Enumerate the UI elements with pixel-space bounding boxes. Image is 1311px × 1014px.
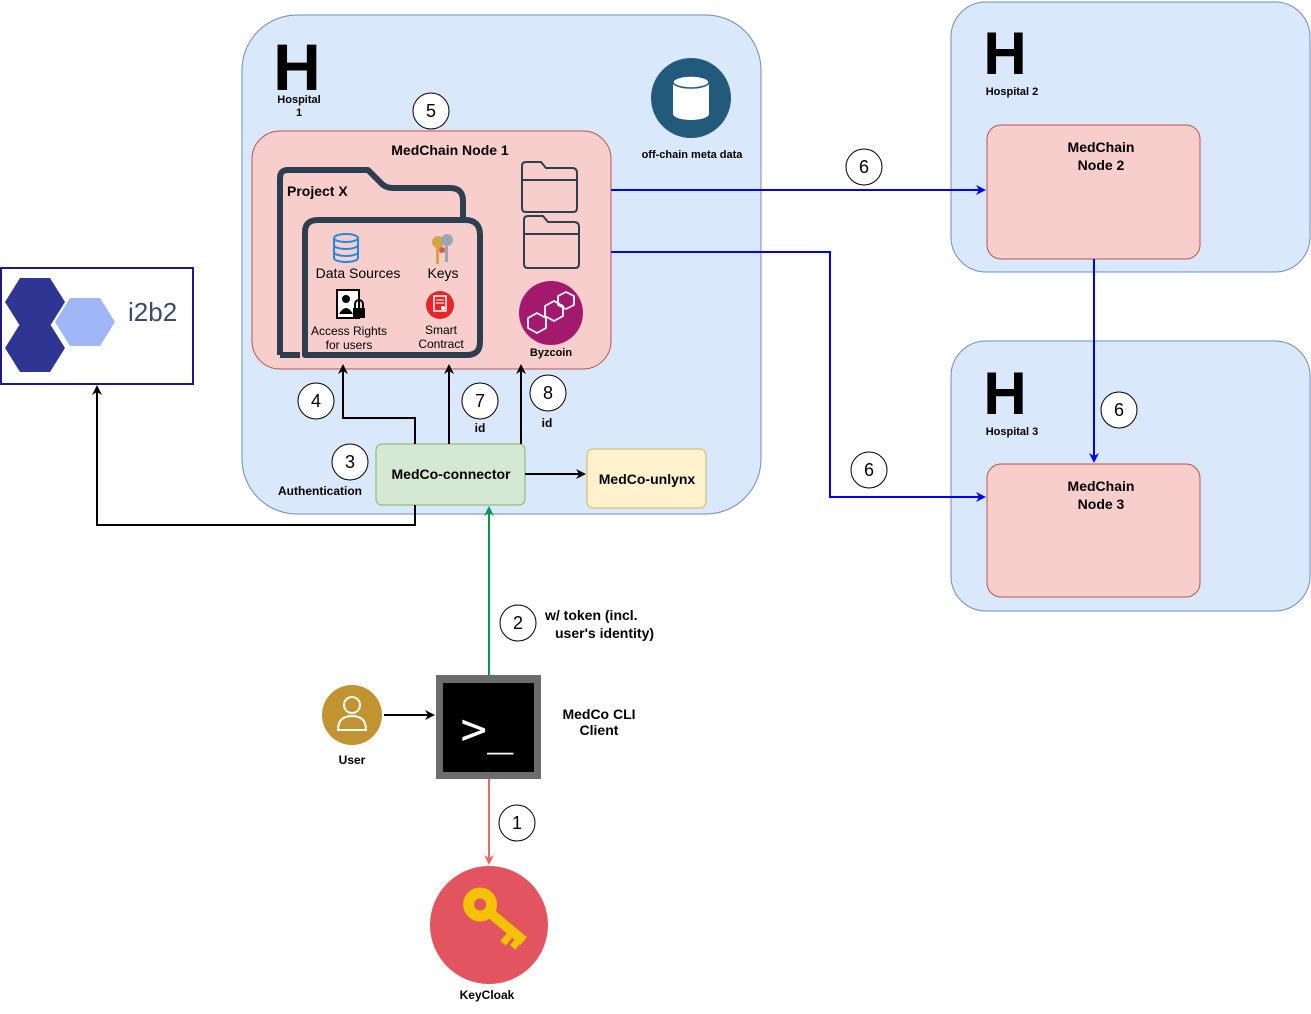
folder-icon-2 bbox=[523, 215, 580, 269]
step-4-circle bbox=[297, 382, 335, 420]
step-1-circle bbox=[498, 804, 536, 842]
smart-contract-sublabel: Contract bbox=[418, 337, 464, 351]
step-2-number: 2 bbox=[513, 613, 523, 633]
smart-contract-icon bbox=[426, 291, 454, 319]
step-7-circle bbox=[461, 382, 499, 420]
smart-contract-label: Smart bbox=[425, 323, 458, 337]
keys-icon bbox=[432, 234, 453, 264]
byzcoin-label: Byzcoin bbox=[530, 347, 572, 359]
step-7-number: 7 bbox=[475, 391, 485, 411]
hospital-1-name: Hospital bbox=[277, 94, 320, 106]
keycloak-label: KeyCloak bbox=[460, 988, 515, 1002]
keys-label: Keys bbox=[427, 265, 458, 281]
user-label: User bbox=[339, 753, 366, 767]
step-3-circle bbox=[331, 443, 369, 481]
medchain-node-3 bbox=[986, 463, 1201, 598]
token-label: w/ token (incl. bbox=[544, 607, 638, 623]
step-5-circle bbox=[412, 92, 450, 130]
step-2-circle bbox=[499, 604, 537, 642]
offchain-label: off-chain meta data bbox=[642, 149, 744, 161]
token-sublabel: user's identity) bbox=[555, 625, 654, 641]
step-6-circle-b bbox=[850, 451, 888, 489]
hospital-2-icon: H bbox=[983, 20, 1026, 87]
node-3-title: MedChain bbox=[1068, 478, 1135, 494]
authentication-label: Authentication bbox=[278, 484, 362, 498]
cli-label: MedCo CLI bbox=[562, 706, 635, 722]
hospital-2-name: Hospital 2 bbox=[986, 86, 1039, 98]
id-label-8: id bbox=[542, 416, 553, 430]
access-rights-sublabel: for users bbox=[326, 338, 373, 352]
user-icon bbox=[322, 685, 382, 745]
i2b2-label: i2b2 bbox=[128, 297, 177, 327]
hospital-1-number: 1 bbox=[296, 107, 302, 119]
cli-sublabel: Client bbox=[580, 722, 619, 738]
step-6-number-c: 6 bbox=[1114, 400, 1124, 420]
node-3-subtitle: Node 3 bbox=[1078, 496, 1125, 512]
medco-unlynx-box bbox=[586, 448, 707, 509]
data-sources-label: Data Sources bbox=[316, 265, 401, 281]
keycloak-icon bbox=[430, 866, 548, 984]
step-6-number-a: 6 bbox=[859, 157, 869, 177]
step-6-circle-a bbox=[845, 148, 883, 186]
terminal-prompt: >_ bbox=[461, 704, 514, 755]
step-6-circle-c bbox=[1100, 391, 1138, 429]
project-title: Project X bbox=[287, 183, 348, 199]
medco-unlynx-label: MedCo-unlynx bbox=[599, 471, 696, 487]
step-5-number: 5 bbox=[426, 101, 436, 121]
access-rights-label: Access Rights bbox=[311, 324, 387, 338]
hospital-1-icon: H bbox=[273, 30, 321, 104]
medco-connector-label: MedCo-connector bbox=[392, 466, 512, 482]
i2b2-logo-icon bbox=[5, 278, 115, 372]
byzcoin-icon bbox=[519, 281, 583, 345]
node-2-subtitle: Node 2 bbox=[1078, 157, 1125, 173]
hospital-3-icon: H bbox=[983, 360, 1026, 427]
hospital-3-name: Hospital 3 bbox=[986, 426, 1039, 438]
step-4-number: 4 bbox=[311, 391, 321, 411]
data-sources-icon bbox=[333, 233, 359, 263]
node-1-title: MedChain Node 1 bbox=[391, 142, 509, 158]
arrow-connector-to-access-rights bbox=[338, 364, 416, 444]
arrow-connector-to-i2b2 bbox=[92, 385, 416, 526]
step-6-number-b: 6 bbox=[864, 460, 874, 480]
step-3-number: 3 bbox=[345, 452, 355, 472]
access-rights-icon bbox=[336, 289, 365, 319]
folder-icon bbox=[521, 161, 578, 213]
node-2-title: MedChain bbox=[1068, 139, 1135, 155]
project-folder-icon bbox=[277, 167, 483, 358]
step-8-number: 8 bbox=[543, 383, 553, 403]
terminal-icon bbox=[436, 675, 541, 779]
step-1-number: 1 bbox=[512, 813, 522, 833]
step-8-circle bbox=[529, 374, 567, 412]
arrow-node1-to-node3 bbox=[611, 251, 986, 502]
database-icon bbox=[651, 58, 731, 138]
id-label-7: id bbox=[475, 421, 486, 435]
